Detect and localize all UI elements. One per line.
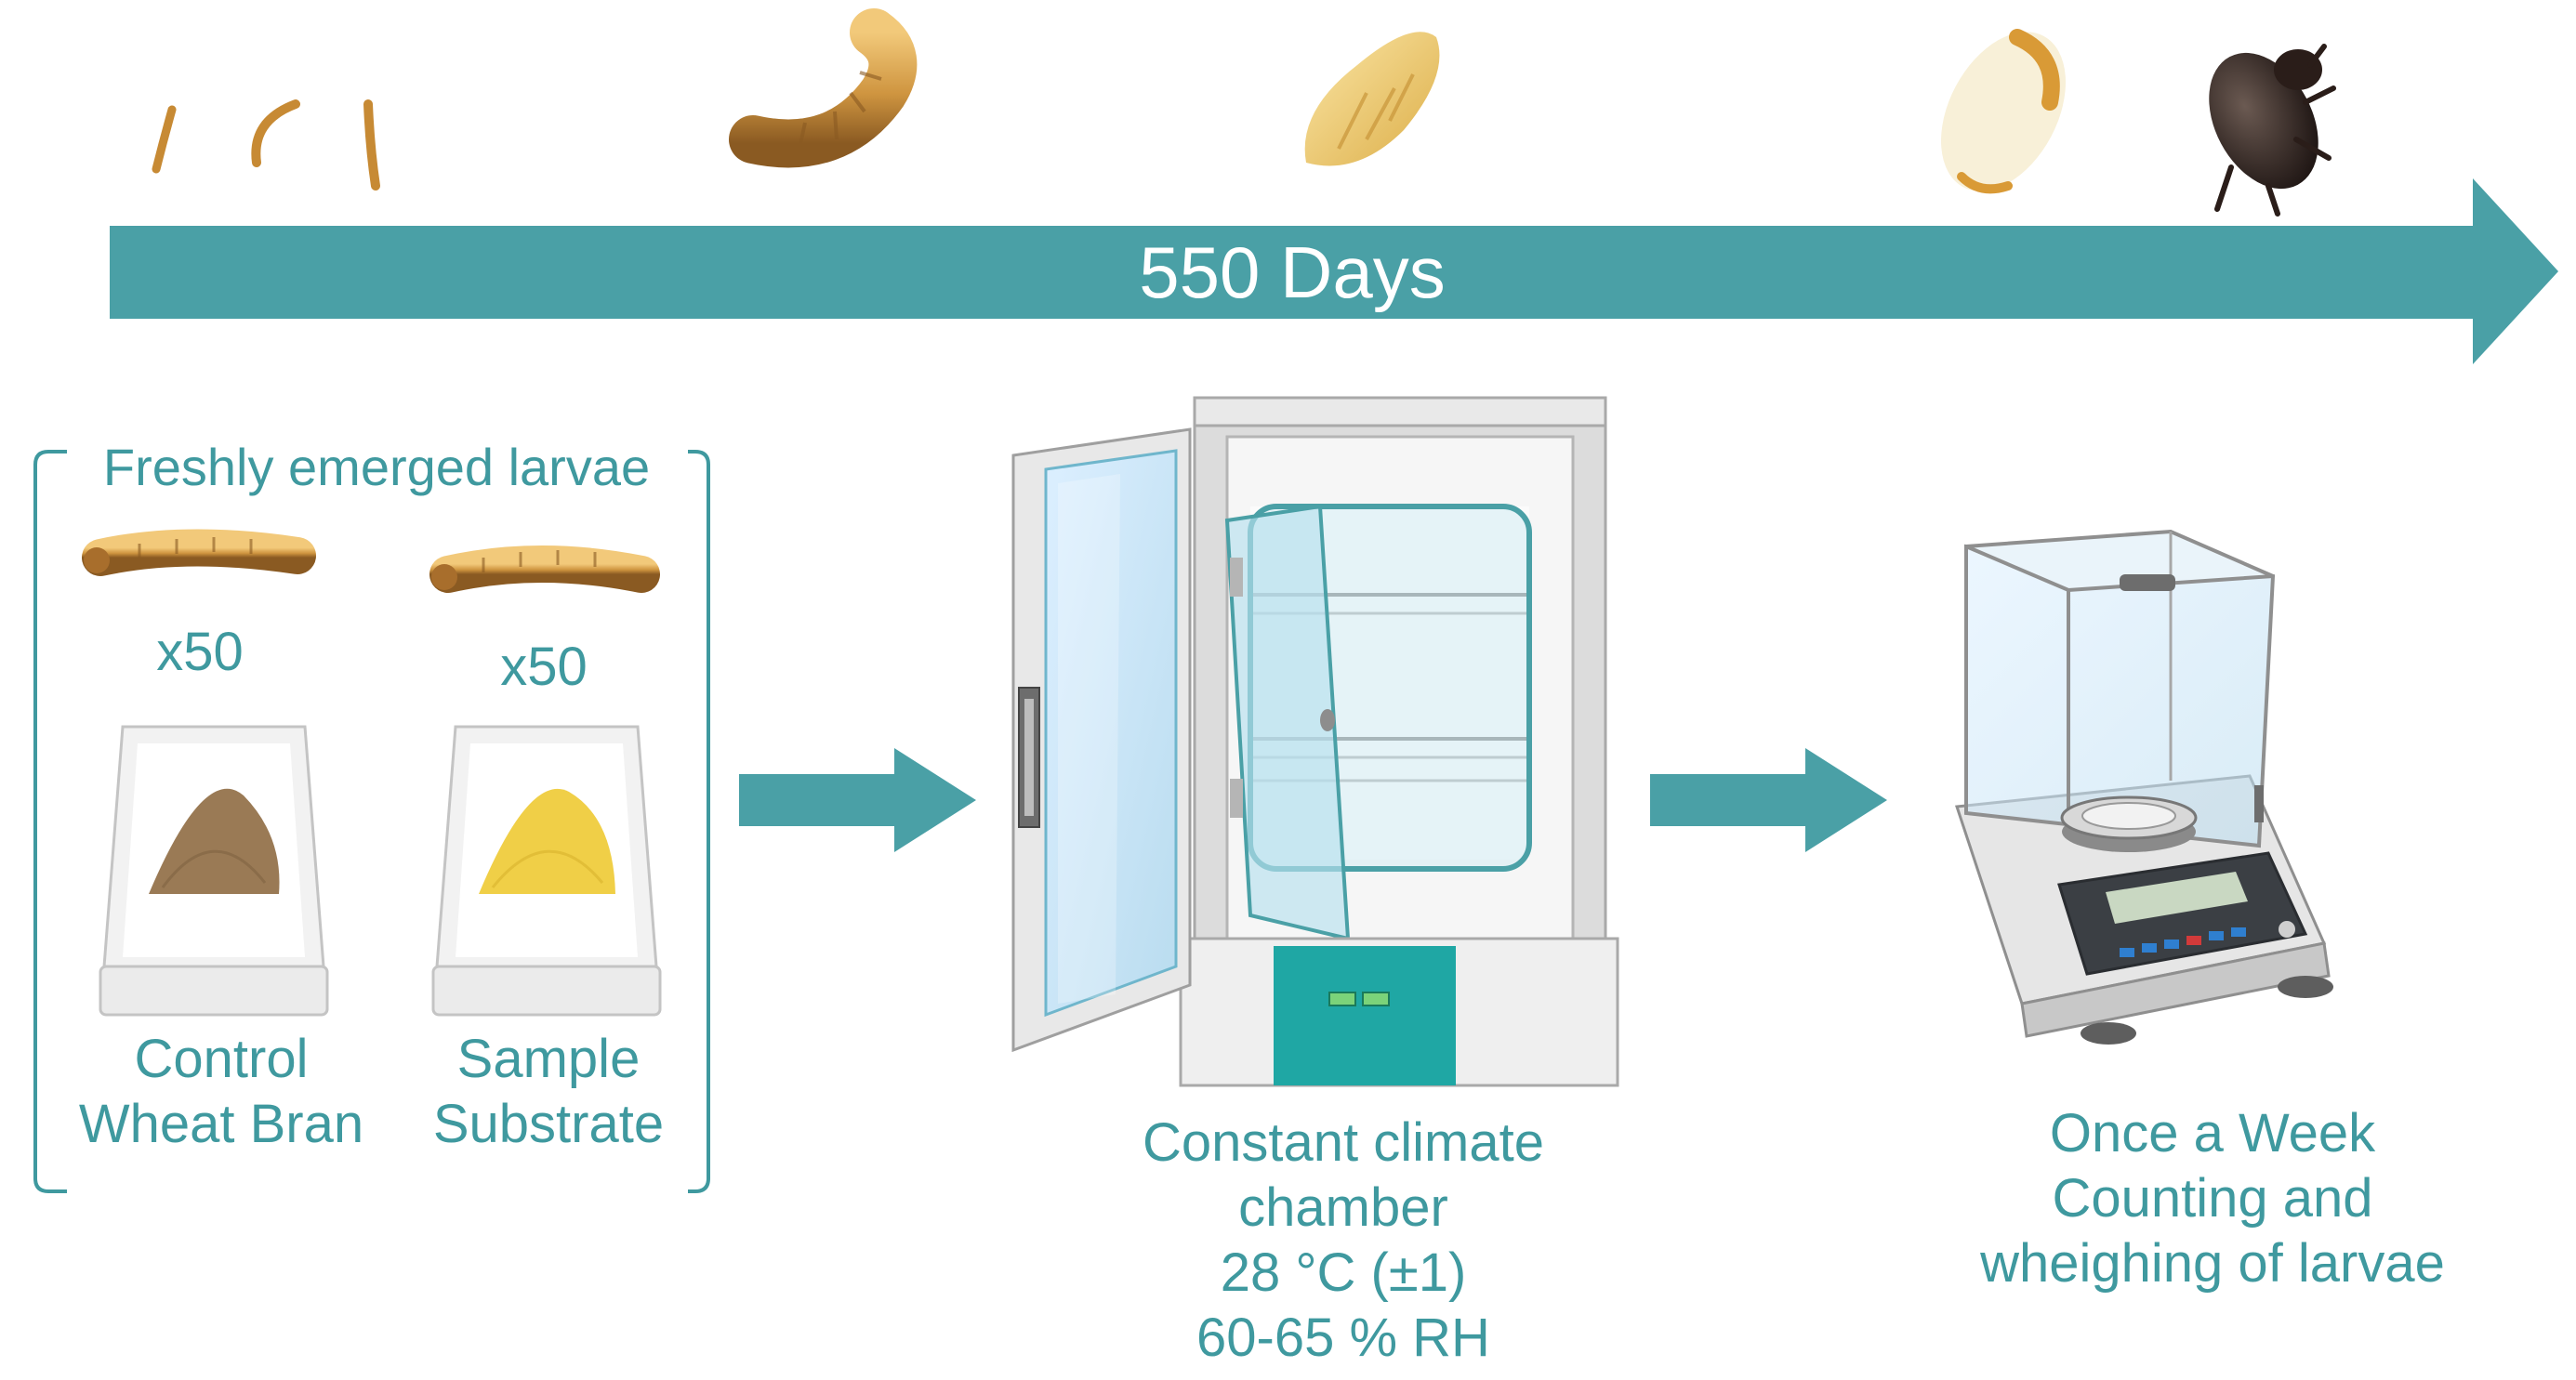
sample-count: x50 <box>500 637 588 697</box>
beetle-icon <box>2209 44 2336 217</box>
control-label-line: Control <box>134 1029 309 1089</box>
setup-bracket <box>33 450 710 1193</box>
small-larva-icon <box>152 105 177 174</box>
flow-arrow <box>739 748 976 852</box>
large-larva-icon <box>729 8 918 168</box>
larva-icon <box>429 545 660 593</box>
chamber-label-line: chamber <box>1238 1177 1448 1238</box>
analytical-balance <box>1954 529 2333 1045</box>
sample-label-line: Sample <box>456 1029 641 1089</box>
scale-label-line: Counting and <box>2052 1168 2373 1229</box>
flow-arrow <box>1650 748 1887 852</box>
timeline-label: 550 Days <box>1139 231 1446 313</box>
teneral-beetle-icon <box>1941 29 2066 194</box>
sample-label-line: Substrate <box>432 1094 665 1154</box>
control-label-line: Wheat Bran <box>78 1094 364 1154</box>
chamber-label-line: 28 °C (±1) <box>1220 1242 1467 1303</box>
small-larva-icon <box>363 99 380 191</box>
setup-title: Freshly emerged larvae <box>102 438 651 496</box>
chamber-label-line: 60-65 % RH <box>1196 1308 1490 1368</box>
small-larva-icon <box>251 99 300 167</box>
pupa-icon <box>1304 32 1440 166</box>
control-label: Control Wheat Bran <box>54 1027 389 1157</box>
sample-tray <box>431 725 662 1017</box>
control-count: x50 <box>156 622 244 682</box>
control-tray <box>99 725 329 1017</box>
scale-label: Once a Week Counting and wheighing of la… <box>1906 1101 2519 1296</box>
larva-icon <box>82 529 316 576</box>
chamber-label-line: Constant climate <box>1143 1112 1544 1173</box>
climate-chamber <box>1011 396 1619 1087</box>
timeline-arrow <box>110 178 2558 364</box>
scale-label-line: Once a Week <box>2049 1103 2376 1163</box>
chamber-label: Constant climate chamber 28 °C (±1) 60-6… <box>1060 1111 1627 1371</box>
sample-label: Sample Substrate <box>381 1027 716 1157</box>
scale-label-line: wheighing of larvae <box>1980 1233 2445 1294</box>
